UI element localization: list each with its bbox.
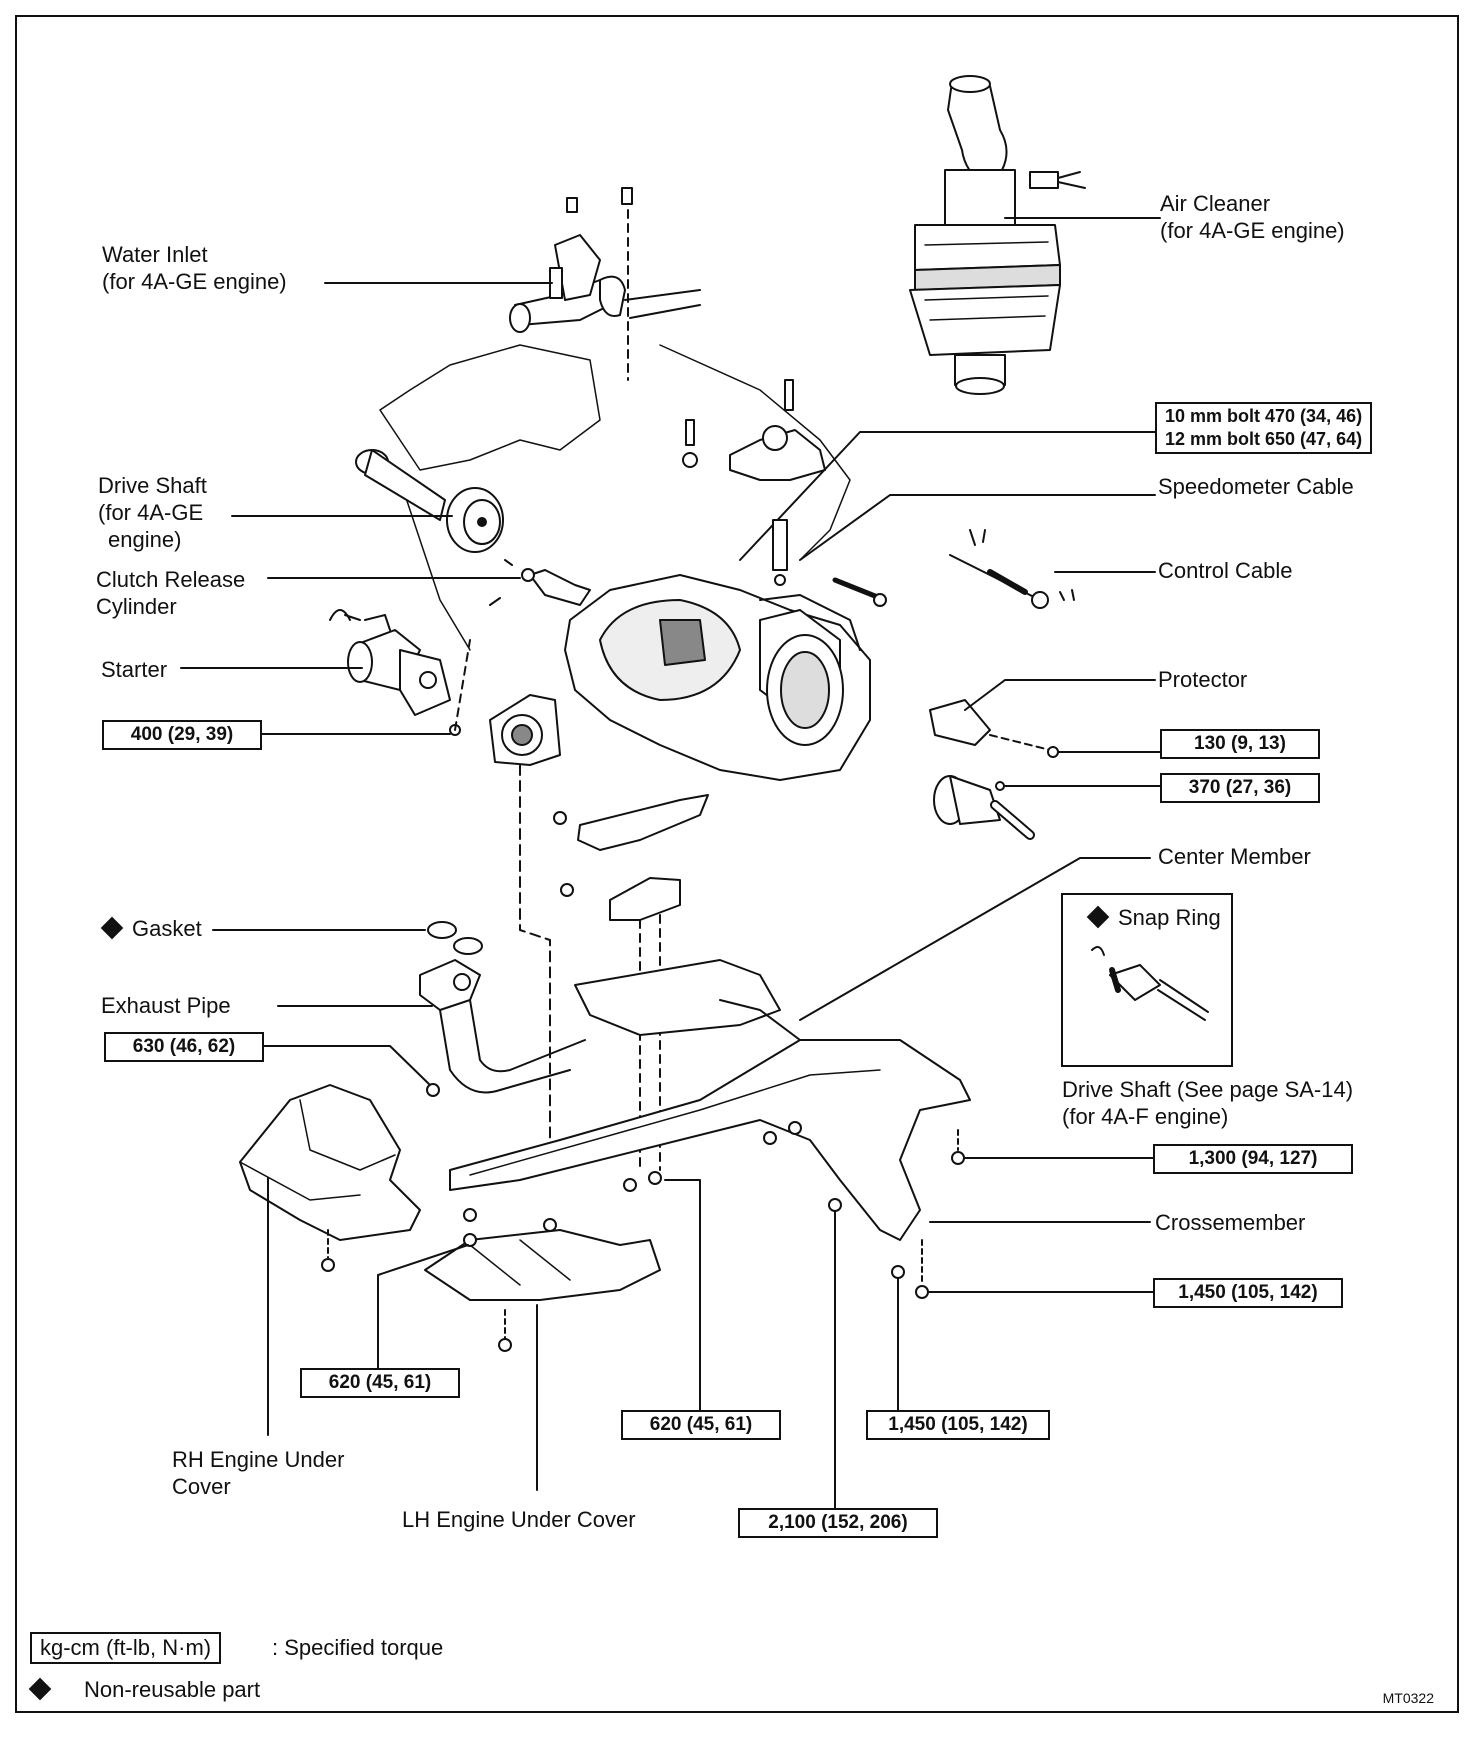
rh-under-cover-drawing	[239, 1084, 421, 1241]
torque-crossmember-bottom: 2,100 (152, 206)	[738, 1508, 938, 1538]
engine-mount-drawing	[682, 379, 826, 481]
torque-rh-cover: 620 (45, 61)	[300, 1368, 460, 1398]
label-air-cleaner: Air Cleaner(for 4A-GE engine)	[1160, 191, 1345, 243]
torque-starter: 400 (29, 39)	[102, 720, 262, 750]
label-exhaust-pipe: Exhaust Pipe	[101, 993, 231, 1018]
front-mount-drawing	[489, 694, 561, 766]
torque-exhaust: 630 (46, 62)	[104, 1032, 264, 1062]
leader-bolt-box	[739, 431, 1156, 561]
air-cleaner-drawing	[909, 75, 1086, 395]
lh-under-cover-drawing	[424, 1229, 661, 1301]
torque-shaft: 370 (27, 36)	[1160, 773, 1320, 803]
snap-ring-drawing	[1091, 945, 1209, 1021]
label-snap-ring: Snap Ring	[1086, 904, 1221, 931]
starter-drawing	[329, 609, 451, 716]
label-crossmember: Crossemember	[1155, 1210, 1306, 1235]
clutch-cylinder-drawing	[489, 559, 591, 606]
diamond-icon	[28, 1677, 52, 1701]
label-gasket: Gasket	[100, 915, 202, 942]
label-starter: Starter	[101, 657, 168, 682]
label-drive-shaft-f: Drive Shaft (See page SA-14)(for 4A-F en…	[1062, 1077, 1354, 1129]
exhaust-pipe-drawing	[419, 959, 586, 1094]
water-inlet-drawing	[509, 187, 701, 333]
diagram-frame	[15, 15, 1459, 1713]
snap-ring-inset	[1061, 893, 1233, 1067]
leader-protector	[964, 679, 1156, 711]
legend-specified-torque: : Specified torque	[272, 1635, 444, 1660]
torque-box-bolts: 10 mm bolt 470 (34, 46)12 mm bolt 650 (4…	[1155, 402, 1373, 454]
figure-code: MT0322	[1382, 1690, 1434, 1706]
torque-protector: 130 (9, 13)	[1160, 729, 1320, 759]
torque-crossmember-rear-bottom: 1,450 (105, 142)	[866, 1410, 1050, 1440]
center-plates-drawing	[553, 794, 709, 921]
label-lh-engine-under-cover: LH Engine Under Cover	[402, 1507, 636, 1532]
legend-nonreusable: Non-reusable part	[28, 1676, 260, 1703]
torque-crossmember-rear-right: 1,450 (105, 142)	[1153, 1278, 1343, 1308]
diamond-icon	[1086, 905, 1110, 929]
drive-shaft-ge-drawing	[355, 449, 504, 553]
transaxle-drawing	[564, 574, 871, 781]
speedometer-drawing	[772, 519, 788, 586]
legend-unit-box: kg-cm (ft-lb, N·m)	[30, 1632, 222, 1664]
label-speedometer-cable: Speedometer Cable	[1158, 474, 1354, 499]
label-control-cable: Control Cable	[1158, 558, 1293, 583]
torque-crossmember-front: 1,300 (94, 127)	[1153, 1144, 1353, 1174]
gasket-drawing	[427, 921, 483, 955]
torque-center-bolt: 620 (45, 61)	[621, 1410, 781, 1440]
label-protector: Protector	[1158, 667, 1248, 692]
control-cable-drawing	[832, 529, 1075, 609]
label-drive-shaft-ge: Drive Shaft(for 4A-GE engine)	[98, 473, 207, 552]
diamond-icon	[100, 916, 124, 940]
label-center-member: Center Member	[1158, 844, 1311, 869]
label-water-inlet: Water Inlet(for 4A-GE engine)	[102, 242, 287, 294]
protector-drawing	[929, 699, 991, 746]
leader-center-member	[799, 857, 1151, 1021]
leader-speedometer	[799, 494, 1156, 561]
crossmember-drawing	[449, 959, 971, 1241]
drive-shaft-right-drawing	[933, 775, 1035, 840]
